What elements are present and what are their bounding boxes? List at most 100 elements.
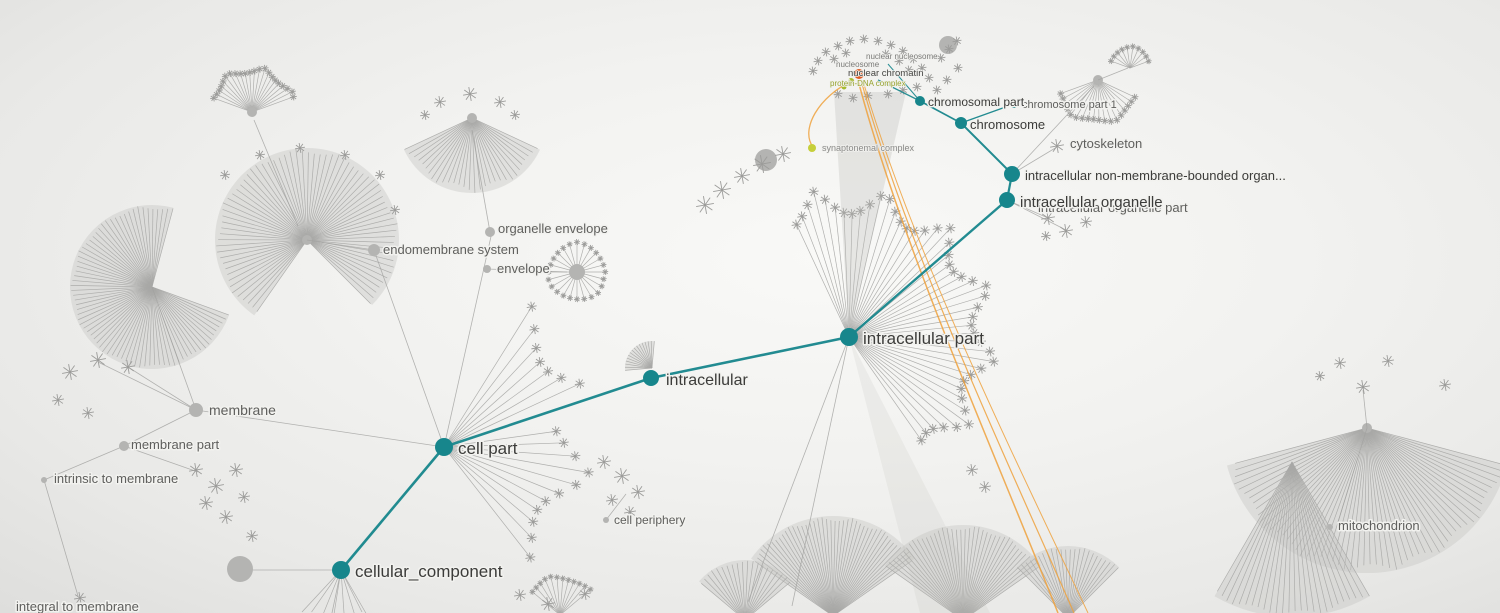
- collapsed-node-star-icon[interactable]: [597, 255, 604, 262]
- collapsed-node-star-icon[interactable]: [901, 223, 912, 234]
- node-label[interactable]: intrinsic to membrane: [53, 470, 180, 488]
- collapsed-node-star-icon[interactable]: [883, 89, 893, 99]
- collapsed-node-star-icon[interactable]: [932, 223, 943, 234]
- collapsed-node-disc[interactable]: [368, 244, 380, 256]
- collapsed-node-star-icon[interactable]: [1127, 98, 1135, 106]
- collapsed-node-star-icon[interactable]: [199, 496, 213, 510]
- collapsed-node-star-icon[interactable]: [532, 504, 543, 515]
- collapsed-node-disc[interactable]: [569, 264, 585, 280]
- collapsed-node-star-icon[interactable]: [231, 70, 239, 78]
- collapsed-node-star-icon[interactable]: [551, 426, 562, 437]
- collapsed-node-star-icon[interactable]: [52, 394, 64, 406]
- collapsed-node-star-icon[interactable]: [631, 485, 645, 499]
- collapsed-node-star-icon[interactable]: [573, 239, 581, 246]
- collapsed-node-star-icon[interactable]: [582, 583, 589, 590]
- collapsed-node-star-icon[interactable]: [855, 205, 866, 216]
- collapsed-node-star-icon[interactable]: [894, 56, 904, 66]
- collapsed-node-star-icon[interactable]: [434, 96, 446, 108]
- collapsed-node-star-icon[interactable]: [1439, 379, 1451, 391]
- collapsed-node-star-icon[interactable]: [339, 149, 351, 161]
- collapsed-node-star-icon[interactable]: [1064, 105, 1072, 113]
- collapsed-node-star-icon[interactable]: [886, 40, 896, 50]
- collapsed-node-star-icon[interactable]: [529, 324, 540, 335]
- collapsed-node-star-icon[interactable]: [1057, 90, 1065, 98]
- collapsed-node-star-icon[interactable]: [802, 199, 813, 210]
- collapsed-node-star-icon[interactable]: [791, 219, 802, 230]
- collapsed-node-star-icon[interactable]: [873, 36, 883, 46]
- collapsed-node-star-icon[interactable]: [942, 75, 952, 85]
- graph-node-chromosome-part-upper[interactable]: [1010, 100, 1018, 108]
- collapsed-node-disc[interactable]: [189, 403, 203, 417]
- collapsed-node-star-icon[interactable]: [833, 41, 843, 51]
- collapsed-node-star-icon[interactable]: [1095, 116, 1103, 124]
- fan-cluster-intracellular-cap[interactable]: [624, 341, 655, 371]
- collapsed-node-star-icon[interactable]: [957, 393, 968, 404]
- collapsed-node-star-icon[interactable]: [1131, 93, 1139, 101]
- collapsed-node-star-icon[interactable]: [571, 479, 582, 490]
- collapsed-node-star-icon[interactable]: [845, 36, 855, 46]
- collapsed-node-star-icon[interactable]: [570, 578, 577, 585]
- collapsed-node-star-icon[interactable]: [944, 259, 955, 270]
- collapsed-node-star-icon[interactable]: [1107, 58, 1115, 65]
- collapsed-node-star-icon[interactable]: [696, 196, 714, 214]
- collapsed-node-star-icon[interactable]: [921, 427, 932, 438]
- collapsed-node-star-icon[interactable]: [219, 77, 227, 85]
- collapsed-node-star-icon[interactable]: [600, 276, 607, 283]
- collapsed-node-star-icon[interactable]: [912, 82, 922, 92]
- fan-cluster-cell-part-fan-right[interactable]: [443, 426, 594, 563]
- collapsed-node-star-icon[interactable]: [509, 109, 521, 121]
- collapsed-node-star-icon[interactable]: [951, 422, 962, 433]
- collapsed-node-star-icon[interactable]: [1107, 117, 1115, 125]
- node-label[interactable]: membrane: [208, 401, 278, 420]
- collapsed-node-star-icon[interactable]: [241, 69, 249, 78]
- fan-cluster-cell-part-fan-up[interactable]: [443, 301, 585, 448]
- collapsed-node-star-icon[interactable]: [833, 89, 843, 99]
- node-label-chromosome[interactable]: chromosome: [969, 116, 1047, 134]
- collapsed-node-star-icon[interactable]: [932, 85, 942, 95]
- fan-cluster-organelle-cluster-c[interactable]: [215, 148, 399, 316]
- collapsed-node-star-icon[interactable]: [1356, 380, 1370, 394]
- node-label-small[interactable]: nuclear chromatin: [847, 67, 924, 80]
- collapsed-node-star-icon[interactable]: [1078, 114, 1086, 122]
- collapsed-node-star-icon[interactable]: [606, 494, 618, 506]
- collapsed-node-star-icon[interactable]: [256, 65, 264, 73]
- collapsed-node-star-icon[interactable]: [246, 530, 258, 542]
- fan-cluster-bottom-fan-2[interactable]: [885, 525, 1041, 613]
- collapsed-node-star-icon[interactable]: [841, 48, 851, 58]
- collapsed-node-star-icon[interactable]: [1059, 224, 1073, 238]
- collapsed-node-disc[interactable]: [119, 441, 129, 451]
- collapsed-node-star-icon[interactable]: [775, 146, 791, 162]
- collapsed-node-star-icon[interactable]: [554, 488, 565, 499]
- collapsed-node-star-icon[interactable]: [1041, 211, 1055, 225]
- collapsed-node-star-icon[interactable]: [559, 575, 566, 582]
- collapsed-node-star-icon[interactable]: [753, 155, 771, 173]
- collapsed-node-star-icon[interactable]: [541, 576, 549, 583]
- collapsed-node-star-icon[interactable]: [936, 53, 946, 63]
- collapsed-node-star-icon[interactable]: [548, 283, 555, 290]
- collapsed-node-star-icon[interactable]: [808, 66, 818, 76]
- node-label[interactable]: endomembrane system: [382, 241, 521, 259]
- collapsed-node-star-icon[interactable]: [237, 70, 245, 78]
- collapsed-node-star-icon[interactable]: [583, 467, 594, 478]
- collapsed-node-star-icon[interactable]: [537, 580, 544, 587]
- collapsed-node-star-icon[interactable]: [847, 208, 858, 219]
- collapsed-node-star-icon[interactable]: [1135, 45, 1142, 52]
- collapsed-node-star-icon[interactable]: [587, 586, 594, 593]
- collapsed-node-star-icon[interactable]: [1080, 216, 1092, 228]
- collapsed-node-star-icon[interactable]: [797, 211, 808, 222]
- collapsed-node-star-icon[interactable]: [1139, 49, 1146, 56]
- graph-node-chromosomal-part[interactable]: [915, 96, 925, 106]
- fan-cluster-membrane-disc[interactable]: [69, 205, 230, 369]
- node-label[interactable]: membrane part: [130, 436, 222, 454]
- highlight-node-dna-complex[interactable]: [841, 84, 847, 90]
- node-label[interactable]: envelope: [496, 260, 552, 278]
- fan-center-node[interactable]: [247, 107, 257, 117]
- collapsed-node-disc[interactable]: [603, 517, 609, 523]
- collapsed-node-star-icon[interactable]: [1090, 115, 1098, 123]
- collapsed-node-star-icon[interactable]: [624, 506, 636, 518]
- collapsed-node-star-icon[interactable]: [574, 378, 585, 389]
- collapsed-node-star-icon[interactable]: [966, 369, 977, 380]
- node-label-chromosomal-part[interactable]: chromosomal part: [927, 94, 1027, 111]
- collapsed-node-star-icon[interactable]: [938, 422, 949, 433]
- collapsed-node-disc[interactable]: [41, 477, 47, 483]
